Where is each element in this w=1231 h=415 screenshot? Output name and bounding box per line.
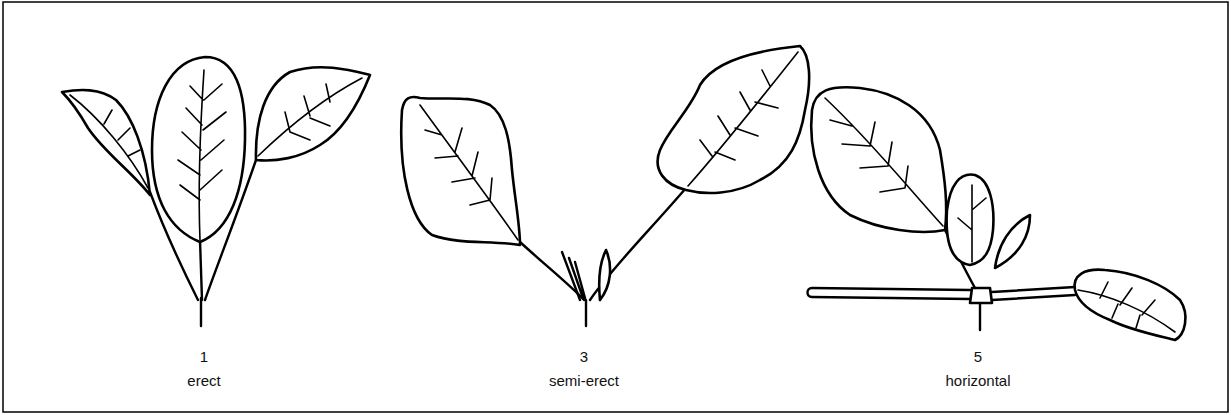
callout-number: 1 xyxy=(198,348,210,366)
stem-node xyxy=(970,288,992,303)
leaf-vein xyxy=(70,95,148,188)
petiole xyxy=(992,287,1075,300)
petiole xyxy=(520,242,584,300)
leaf xyxy=(401,97,520,245)
semi-erect-seedling xyxy=(401,46,809,326)
callout-number: 5 xyxy=(972,348,984,366)
leaf-vein xyxy=(958,185,986,262)
petiole xyxy=(590,188,686,300)
leaf xyxy=(152,57,245,242)
category-label: erect xyxy=(185,372,222,390)
callout-number: 3 xyxy=(578,348,590,366)
leaf xyxy=(947,175,994,265)
leaf xyxy=(62,90,150,195)
stem xyxy=(200,298,202,326)
shoot xyxy=(562,252,585,300)
horizontal-seedling xyxy=(808,87,1186,340)
petiole xyxy=(808,288,971,299)
leaf xyxy=(256,67,370,160)
leaf xyxy=(995,215,1030,268)
category-label: horizontal xyxy=(943,372,1012,390)
leaf-vein xyxy=(258,78,362,156)
stem xyxy=(979,302,981,330)
leaf xyxy=(599,250,610,300)
leaf-vein xyxy=(420,105,518,240)
leaf-vein xyxy=(178,70,226,240)
erect-seedling xyxy=(62,57,370,326)
category-label: semi-erect xyxy=(547,372,621,390)
petiole xyxy=(200,240,202,300)
stem xyxy=(585,300,587,326)
leaf-vein xyxy=(1078,282,1175,332)
leaf-vein xyxy=(825,98,943,226)
leaf xyxy=(1075,270,1186,340)
leaf-vein xyxy=(688,52,798,186)
leaf xyxy=(811,87,946,232)
frame-border xyxy=(3,2,1228,412)
leaf xyxy=(658,46,810,193)
